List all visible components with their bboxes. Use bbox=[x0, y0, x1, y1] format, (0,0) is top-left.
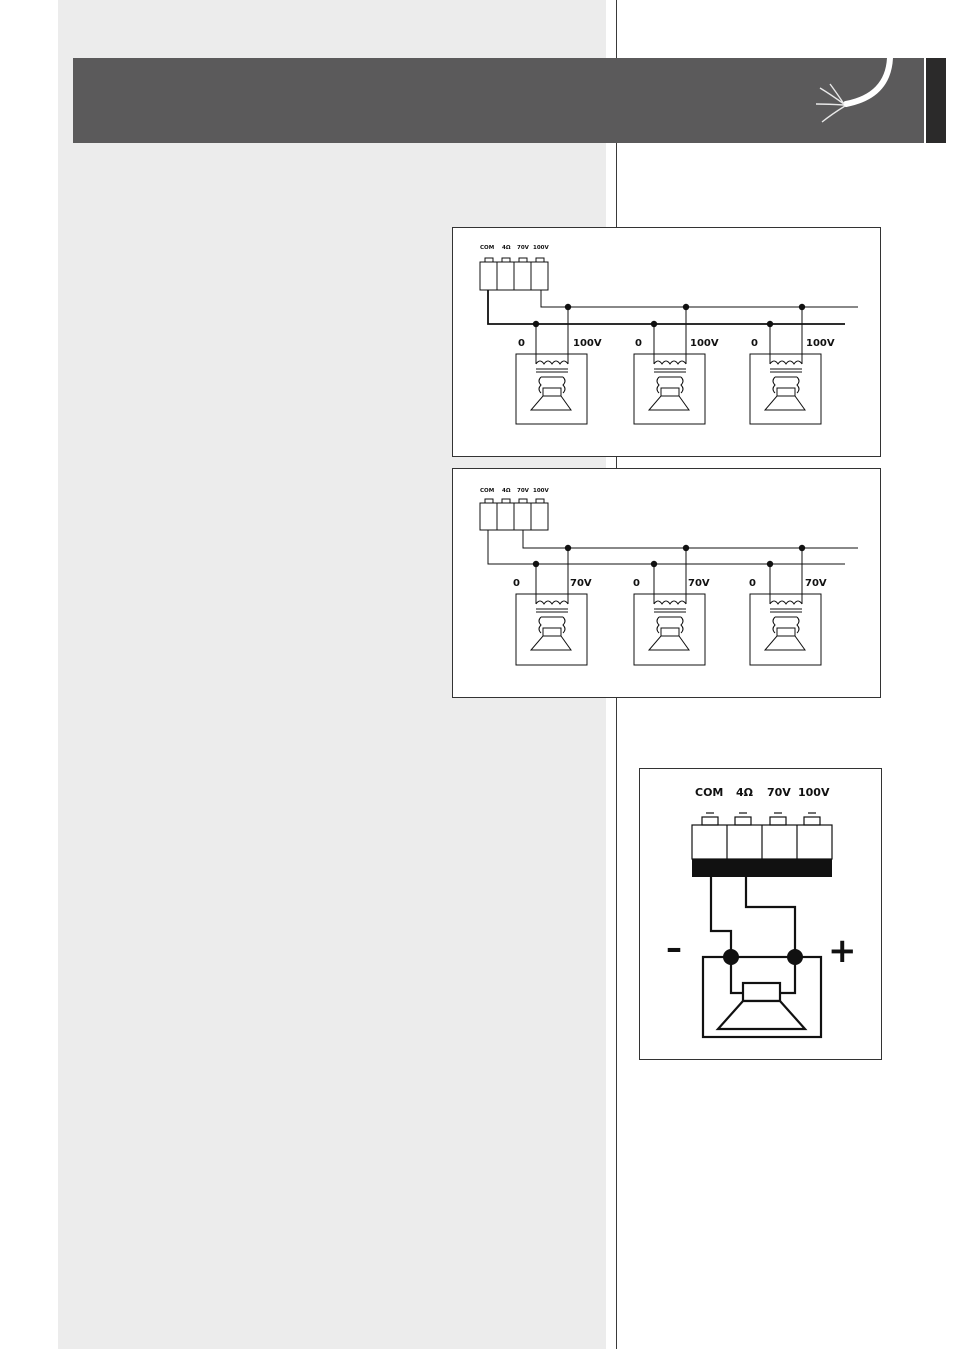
terminal-label-4ohm: 4Ω bbox=[502, 245, 511, 251]
terminal-label-4ohm: 4Ω bbox=[736, 786, 754, 799]
terminal-label-com: COM bbox=[480, 488, 494, 494]
tap-label-0: 0 bbox=[635, 338, 642, 349]
tap-label-0: 0 bbox=[513, 578, 520, 589]
tap-label-70v: 70V bbox=[688, 578, 710, 589]
minus-sign: – bbox=[666, 929, 682, 967]
header-band bbox=[73, 58, 924, 143]
tap-label-70v: 70V bbox=[570, 578, 592, 589]
tap-label-0: 0 bbox=[751, 338, 758, 349]
terminal-label-70v: 70V bbox=[767, 786, 791, 799]
tap-label-70v: 70V bbox=[805, 578, 827, 589]
terminal-label-100v: 100V bbox=[798, 786, 830, 799]
diagram-4ohm: COM 4Ω 70V 100V – + bbox=[639, 768, 882, 1060]
terminal-label-com: COM bbox=[480, 245, 494, 251]
tap-label-0: 0 bbox=[518, 338, 525, 349]
tap-label-0: 0 bbox=[749, 578, 756, 589]
diagram-100v: COM 4Ω 70V 100V 0 100V 0 100V 0 100V bbox=[452, 227, 881, 457]
terminal-label-70v: 70V bbox=[517, 245, 530, 251]
header-tab bbox=[926, 58, 946, 143]
cable-icon bbox=[815, 58, 893, 123]
terminal-label-100v: 100V bbox=[533, 488, 549, 494]
tap-label-100v: 100V bbox=[806, 338, 835, 349]
tap-label-0: 0 bbox=[633, 578, 640, 589]
terminal-label-com: COM bbox=[695, 786, 723, 799]
tap-label-100v: 100V bbox=[573, 338, 602, 349]
terminal-block bbox=[479, 498, 549, 531]
terminal-label-4ohm: 4Ω bbox=[502, 488, 511, 494]
terminal-label-100v: 100V bbox=[533, 245, 549, 251]
terminal-label-70v: 70V bbox=[517, 488, 530, 494]
plus-sign: + bbox=[828, 931, 857, 971]
tap-label-100v: 100V bbox=[690, 338, 719, 349]
terminal-block bbox=[479, 257, 549, 291]
diagram-70v: COM 4Ω 70V 100V 0 70V 0 70V 0 70V bbox=[452, 468, 881, 698]
